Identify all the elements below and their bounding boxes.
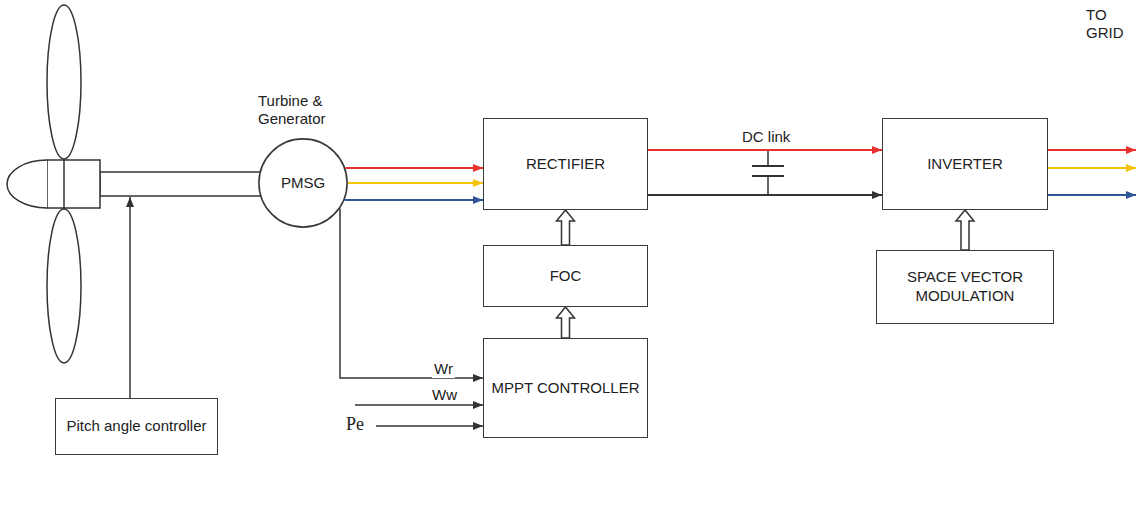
node-text: MPPT CONTROLLER bbox=[491, 379, 639, 398]
blade bbox=[47, 209, 81, 363]
control-arrow bbox=[557, 210, 575, 245]
shaft bbox=[100, 172, 265, 196]
pitch-arrow bbox=[129, 197, 131, 398]
bus-label: DC link bbox=[742, 128, 812, 146]
control-box: FOC bbox=[483, 245, 648, 307]
power-line bbox=[648, 149, 882, 151]
signal-name: Pe bbox=[346, 414, 376, 436]
generator-circle: PMSG bbox=[258, 138, 348, 228]
grid-phase bbox=[1048, 149, 1136, 151]
hub-nose bbox=[7, 160, 47, 208]
node-text: RECTIFIER bbox=[526, 155, 605, 174]
power-line bbox=[648, 194, 882, 196]
blade-root bbox=[63, 160, 65, 208]
control-arrow bbox=[956, 210, 974, 250]
control-box: SPACE VECTOR MODULATION bbox=[876, 250, 1054, 324]
nacelle bbox=[47, 160, 100, 208]
node-text: FOC bbox=[550, 267, 582, 286]
control-box: Pitch angle controller bbox=[55, 398, 218, 455]
node-text: SPACE VECTOR MODULATION bbox=[877, 268, 1053, 306]
converter-box: RECTIFIER bbox=[483, 118, 648, 210]
power-line bbox=[348, 182, 483, 184]
capacitor-lead bbox=[767, 176, 769, 195]
signal-line bbox=[340, 209, 483, 378]
node-text: Pitch angle controller bbox=[66, 417, 206, 436]
output-label: TO GRID bbox=[1086, 6, 1136, 42]
capacitor-lead bbox=[767, 150, 769, 166]
signal-name: Wr bbox=[432, 360, 455, 378]
input-arrow bbox=[355, 404, 483, 406]
power-line bbox=[345, 199, 483, 201]
input-arrow bbox=[376, 425, 483, 427]
node-text: INVERTER bbox=[927, 155, 1003, 174]
blade bbox=[47, 5, 81, 159]
grid-phase bbox=[1048, 167, 1136, 169]
converter-box: INVERTER bbox=[882, 118, 1048, 210]
node-text: PMSG bbox=[281, 174, 325, 193]
grid-phase bbox=[1048, 194, 1136, 196]
capacitor-plate bbox=[752, 165, 784, 167]
part-label: Turbine & Generator bbox=[258, 92, 358, 128]
power-line bbox=[345, 167, 483, 169]
control-box: MPPT CONTROLLER bbox=[483, 338, 648, 438]
control-arrow bbox=[557, 307, 575, 338]
signal-name: Ww bbox=[432, 386, 472, 404]
